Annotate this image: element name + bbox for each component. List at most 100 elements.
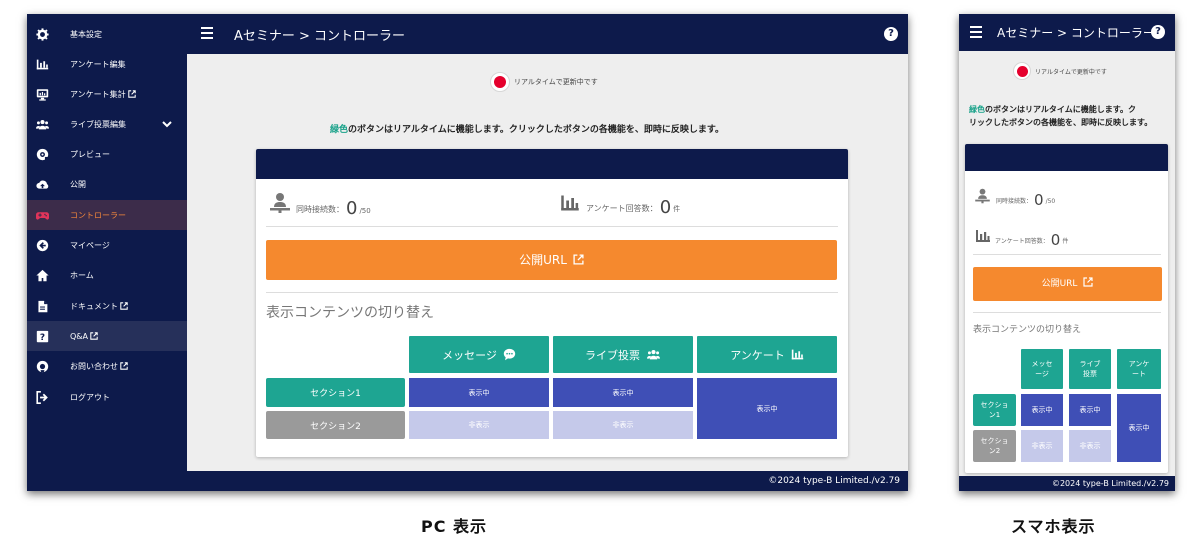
cell-s1-live-poll-showing[interactable]: 表示中 bbox=[553, 378, 693, 407]
answers-value: 0 bbox=[659, 197, 672, 218]
person-icon bbox=[975, 188, 990, 208]
external-link-icon bbox=[567, 253, 584, 267]
help-icon[interactable]: ? bbox=[1151, 25, 1165, 39]
cell-s1-message-showing[interactable]: 表示中 bbox=[1021, 394, 1063, 426]
sidebar-item-label: アンケート編集 bbox=[70, 59, 126, 69]
live-update-text: リアルタイムで更新中です bbox=[1035, 68, 1107, 76]
card-header bbox=[256, 149, 848, 179]
info-message: 緑色のボタンはリアルタイムに機能します。ク リックしたボタンの各機能を、即時に反… bbox=[969, 103, 1152, 129]
bar-chart-icon bbox=[791, 348, 804, 361]
sidebar-item-documents[interactable]: ドキュメント bbox=[27, 291, 187, 321]
public-url-button[interactable]: 公開URL bbox=[266, 240, 837, 280]
sidebar-item-publish[interactable]: 公開 bbox=[27, 169, 187, 199]
answers-value: 0 bbox=[1050, 231, 1061, 249]
footer: ©2024 type-B Limited./v2.79 bbox=[959, 476, 1175, 491]
cell-survey-showing[interactable]: 表示中 bbox=[1117, 394, 1161, 462]
arrow-left-circle-icon bbox=[35, 238, 49, 252]
hamburger-menu-icon[interactable] bbox=[201, 27, 213, 41]
gear-icon bbox=[35, 27, 49, 41]
home-icon bbox=[35, 268, 49, 282]
sidebar-item-qa[interactable]: ? Q&A bbox=[27, 321, 187, 351]
sidebar-item-mypage[interactable]: マイページ bbox=[27, 230, 187, 260]
sidebar-item-logout[interactable]: ログアウト bbox=[27, 382, 187, 412]
cell-survey-showing[interactable]: 表示中 bbox=[697, 378, 837, 439]
sidebar-item-basic-settings[interactable]: 基本設定 bbox=[27, 19, 187, 49]
cell-s2-live-poll-hidden[interactable]: 非表示 bbox=[553, 411, 693, 439]
footer: ©2024 type-B Limited./v2.79 bbox=[187, 471, 908, 491]
support-icon bbox=[35, 359, 49, 373]
sidebar-item-label: 公開 bbox=[70, 179, 86, 189]
answers-unit: 件 bbox=[1062, 238, 1069, 245]
answers-label: アンケート回答数： bbox=[586, 204, 658, 213]
page-title: Aセミナー > コントローラー bbox=[234, 29, 406, 44]
live-update-text: リアルタイムで更新中です bbox=[514, 78, 598, 86]
help-icon[interactable]: ? bbox=[884, 27, 898, 41]
divider bbox=[266, 226, 838, 227]
controller-card: 同時接続数： 0 /50 アンケート回答数： 0 件 公開URL 表示コンテンツ… bbox=[256, 149, 848, 457]
sidebar-item-home[interactable]: ホーム bbox=[27, 260, 187, 290]
column-live-poll-button[interactable]: ライブ投票 bbox=[553, 336, 693, 373]
divider bbox=[266, 292, 838, 293]
person-icon bbox=[270, 192, 290, 218]
sidebar: 基本設定 アンケート編集 アンケート集計 ライブ投票編集 プレビュー bbox=[27, 14, 187, 491]
sidebar-item-label: ログアウト bbox=[70, 392, 110, 402]
answers-label: アンケート回答数： bbox=[995, 238, 1049, 245]
public-url-button[interactable]: 公開URL bbox=[973, 267, 1162, 301]
answers-unit: 件 bbox=[673, 205, 681, 213]
column-message-button[interactable]: メッセージ bbox=[409, 336, 549, 373]
sidebar-item-label: 基本設定 bbox=[70, 29, 102, 39]
info-highlight: 緑色 bbox=[330, 125, 349, 135]
connections-value: 0 bbox=[346, 198, 358, 219]
eye-icon bbox=[35, 147, 49, 161]
mobile-view: Aセミナー > コントローラー ? リアルタイムで更新中です 緑色のボタンはリア… bbox=[959, 14, 1175, 491]
column-message-button[interactable]: メッセージ bbox=[1021, 349, 1063, 389]
section-1-button[interactable]: セクション1 bbox=[266, 378, 405, 407]
controller-card: 同時接続数： 0 /50 アンケート回答数： 0 件 公開URL 表示コンテンツ… bbox=[965, 144, 1168, 473]
connections-label: 同時接続数： bbox=[996, 198, 1033, 205]
sidebar-item-contact[interactable]: お問い合わせ bbox=[27, 351, 187, 381]
sidebar-item-controller[interactable]: コントローラー bbox=[27, 200, 187, 230]
sidebar-item-label: お問い合わせ bbox=[70, 361, 118, 371]
sidebar-item-survey-results[interactable]: アンケート集計 bbox=[27, 79, 187, 109]
public-url-label: 公開URL bbox=[519, 253, 567, 267]
sidebar-item-survey-edit[interactable]: アンケート編集 bbox=[27, 49, 187, 79]
pc-view: 基本設定 アンケート編集 アンケート集計 ライブ投票編集 プレビュー bbox=[27, 14, 908, 491]
section-1-button[interactable]: セクション1 bbox=[973, 394, 1016, 426]
public-url-label: 公開URL bbox=[1041, 279, 1078, 289]
cell-s2-message-hidden[interactable]: 非表示 bbox=[409, 411, 549, 439]
sidebar-item-label: ドキュメント bbox=[70, 301, 118, 311]
divider bbox=[973, 312, 1161, 313]
external-link-icon bbox=[1077, 277, 1094, 289]
cell-s1-live-poll-showing[interactable]: 表示中 bbox=[1069, 394, 1111, 426]
column-survey-button[interactable]: アンケート bbox=[1117, 349, 1161, 389]
column-live-poll-button[interactable]: ライブ投票 bbox=[1069, 349, 1111, 389]
info-message: 緑色のボタンはリアルタイムに機能します。クリックしたボタンの各機能を、即時に反映… bbox=[330, 122, 724, 135]
hamburger-menu-icon[interactable] bbox=[970, 26, 982, 40]
info-text-line1: のボタンはリアルタイムに機能します。ク bbox=[985, 105, 1136, 114]
sidebar-item-label: マイページ bbox=[70, 240, 110, 250]
sidebar-item-label: Q&A bbox=[70, 331, 89, 341]
sidebar-item-preview[interactable]: プレビュー bbox=[27, 139, 187, 169]
cell-s1-message-showing[interactable]: 表示中 bbox=[409, 378, 549, 407]
record-icon bbox=[490, 72, 510, 92]
live-update-indicator: リアルタイムで更新中です bbox=[490, 72, 598, 92]
sidebar-item-label: アンケート集計 bbox=[70, 89, 126, 99]
section-2-button[interactable]: セクション2 bbox=[266, 411, 405, 439]
section-2-button[interactable]: セクション2 bbox=[973, 430, 1016, 462]
sidebar-item-live-poll-edit[interactable]: ライブ投票編集 bbox=[27, 109, 187, 139]
divider bbox=[973, 254, 1161, 255]
cell-s2-live-poll-hidden[interactable]: 非表示 bbox=[1069, 430, 1111, 462]
contents-switch-title: 表示コンテンツの切り替え bbox=[266, 305, 434, 321]
users-icon bbox=[646, 348, 661, 361]
record-icon bbox=[1013, 62, 1031, 80]
survey-answer-count: アンケート回答数： 0 件 bbox=[975, 228, 1068, 248]
bar-chart-icon bbox=[560, 193, 580, 217]
cell-s2-message-hidden[interactable]: 非表示 bbox=[1021, 430, 1063, 462]
column-survey-button[interactable]: アンケート bbox=[697, 336, 837, 373]
chevron-down-icon[interactable] bbox=[161, 118, 173, 130]
gamepad-icon bbox=[35, 208, 49, 222]
users-icon bbox=[35, 117, 49, 131]
question-box-icon: ? bbox=[35, 329, 49, 343]
connections-value: 0 bbox=[1034, 191, 1044, 209]
